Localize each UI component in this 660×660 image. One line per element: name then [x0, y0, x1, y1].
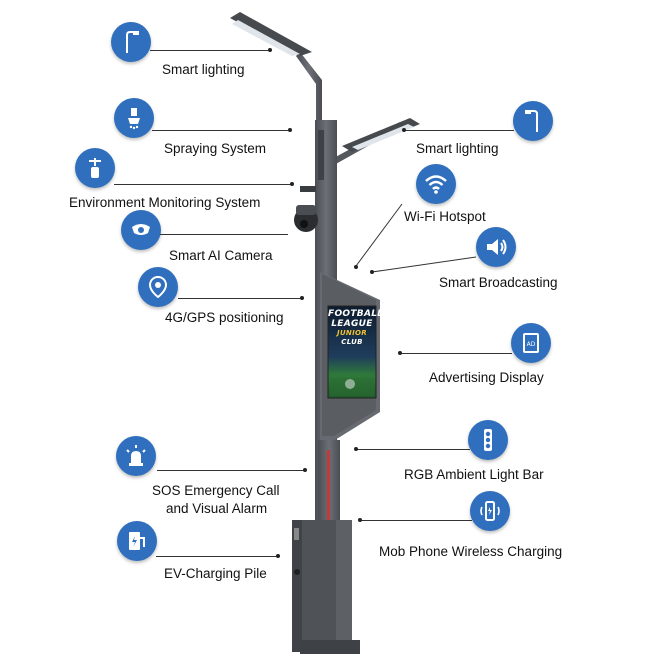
- leader-dot: [358, 518, 362, 522]
- sos-label-line-1: SOS Emergency Call: [152, 483, 280, 498]
- leader-dot: [402, 128, 406, 132]
- weather-sensor-icon: [75, 148, 115, 188]
- wifi-label: Wi-Fi Hotspot: [404, 209, 486, 224]
- speaker-icon: [476, 227, 516, 267]
- smart-lighting-right-label: Smart lighting: [416, 141, 499, 156]
- leader-line: [400, 353, 512, 354]
- screen-line-2: LEAGUE: [331, 319, 373, 329]
- pole-base: [300, 640, 360, 654]
- phone-charging-icon: [470, 491, 510, 531]
- location-pin-icon: [138, 267, 178, 307]
- screen-line-3: JUNIOR: [337, 329, 367, 337]
- smart-lighting-left-label: Smart lighting: [162, 62, 245, 77]
- leader-line: [178, 298, 302, 299]
- light-bar-icon: [468, 420, 508, 460]
- leader-line: [156, 556, 278, 557]
- rgb-bar-label: RGB Ambient Light Bar: [404, 467, 544, 482]
- leader-dot: [268, 48, 272, 52]
- leader-dot: [300, 296, 304, 300]
- camera-icon: [121, 210, 161, 250]
- leader-dot: [303, 468, 307, 472]
- wireless-charging-label: Mob Phone Wireless Charging: [379, 544, 563, 559]
- spraying-system-label: Spraying System: [164, 141, 267, 156]
- leader-line: [152, 130, 290, 131]
- left-lamp-head: [230, 12, 312, 56]
- wifi-icon: [416, 164, 456, 204]
- street-lamp-icon: [111, 22, 151, 62]
- leader-line: [157, 470, 305, 471]
- leader-line: [114, 184, 292, 185]
- camera-unit: [294, 186, 318, 232]
- leader-dot: [276, 554, 280, 558]
- screen-line-1: FOOTBALL: [328, 309, 384, 319]
- leader-dot: [354, 447, 358, 451]
- leader-line: [160, 234, 288, 235]
- leader-line: [360, 520, 472, 521]
- leader-dot: [290, 182, 294, 186]
- leader-dot: [288, 128, 292, 132]
- broadcasting-label: Smart Broadcasting: [439, 275, 558, 290]
- spray-head-icon: [114, 98, 154, 138]
- leader-line: [356, 449, 470, 450]
- charging-cabinet: [292, 520, 336, 652]
- advertising-label: Advertising Display: [429, 370, 544, 385]
- alarm-beacon-icon: [116, 436, 156, 476]
- screen-line-4: CLUB: [341, 338, 363, 346]
- gps-label: 4G/GPS positioning: [165, 310, 284, 325]
- leader-dot: [398, 351, 402, 355]
- leader-line: [150, 50, 270, 51]
- street-lamp-icon: [513, 101, 553, 141]
- smart-ai-camera-label: Smart AI Camera: [169, 248, 273, 263]
- environment-monitoring-label: Environment Monitoring System: [69, 195, 261, 210]
- svg-text:AD: AD: [527, 341, 536, 348]
- ad-display-icon: AD: [511, 323, 551, 363]
- leader-line: [404, 130, 514, 131]
- ev-charger-icon: [117, 521, 157, 561]
- ev-charging-label: EV-Charging Pile: [164, 566, 267, 581]
- sos-label-line-2: and Visual Alarm: [166, 501, 268, 516]
